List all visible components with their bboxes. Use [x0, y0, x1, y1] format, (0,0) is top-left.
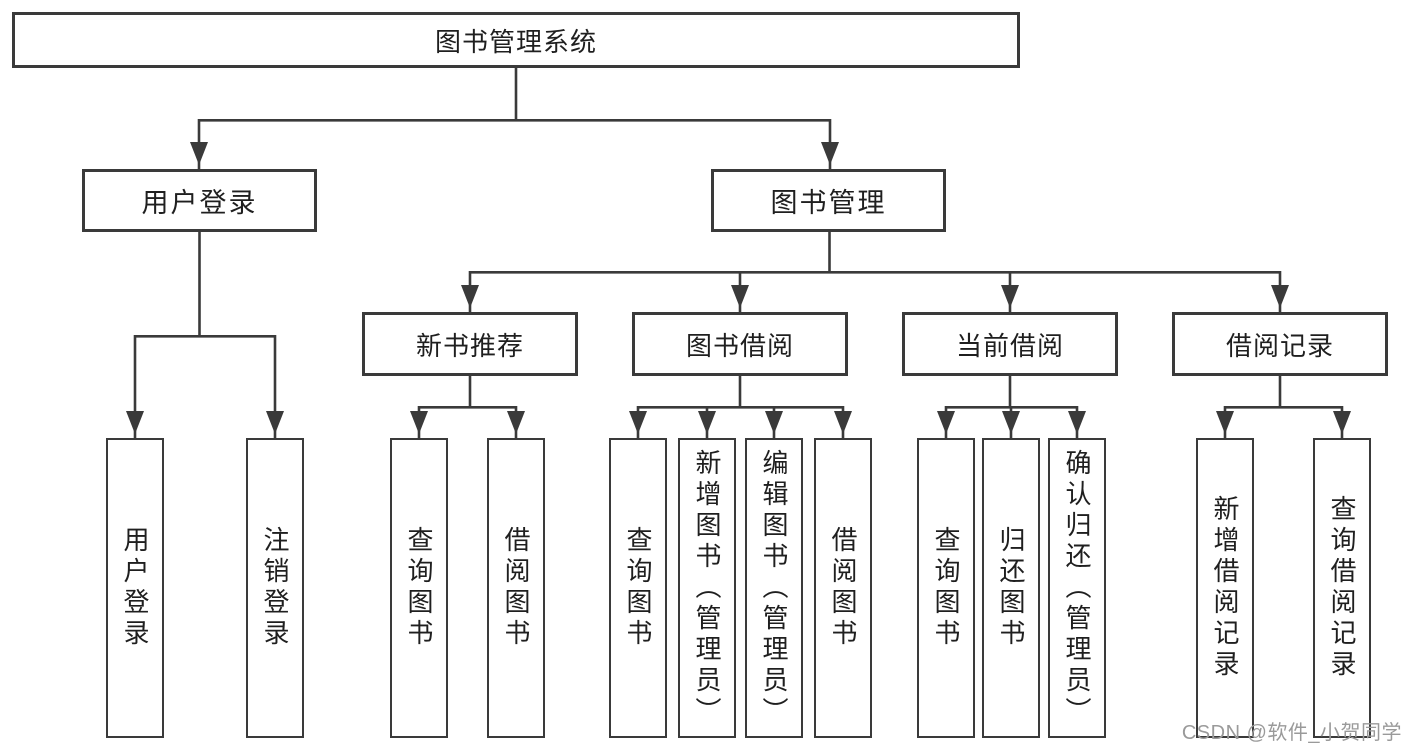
node-label: 确认归还（管理员） — [1062, 448, 1092, 728]
node-label: 用户登录 — [120, 526, 150, 650]
node-label: 编辑图书（管理员） — [759, 448, 789, 728]
node-leaf-query-borrow-record: 查询借阅记录 — [1313, 438, 1371, 738]
node-label: 用户登录 — [141, 188, 258, 218]
node-label: 查询图书 — [404, 526, 434, 650]
node-book-management: 图书管理 — [711, 169, 946, 232]
node-user-login: 用户登录 — [82, 169, 317, 232]
arrow-down-icon — [1002, 411, 1020, 434]
node-leaf-borrow-books-1: 借阅图书 — [487, 438, 545, 738]
arrow-down-icon — [507, 411, 525, 434]
connector-lines — [133, 68, 1344, 438]
node-library-management-system: 图书管理系统 — [12, 12, 1020, 68]
arrow-down-icons — [126, 142, 1351, 434]
node-label: 图书管理 — [770, 188, 887, 218]
arrow-down-icon — [1068, 411, 1086, 434]
node-book-borrowing: 图书借阅 — [632, 312, 848, 376]
node-leaf-edit-books-admin: 编辑图书（管理员） — [745, 438, 803, 738]
arrow-down-icon — [1001, 285, 1019, 308]
arrow-down-icon — [266, 411, 284, 434]
node-label: 新增图书（管理员） — [692, 448, 722, 728]
node-leaf-add-books-admin: 新增图书（管理员） — [678, 438, 736, 738]
node-label: 归还图书 — [996, 526, 1026, 650]
node-label: 借阅记录 — [1225, 330, 1334, 361]
node-label: 查询图书 — [623, 526, 653, 650]
node-label: 图书管理系统 — [434, 26, 597, 57]
node-leaf-query-books-3: 查询图书 — [917, 438, 975, 738]
arrow-down-icon — [698, 411, 716, 434]
node-label: 借阅图书 — [501, 526, 531, 650]
arrow-down-icon — [1333, 411, 1351, 434]
node-leaf-add-borrow-record: 新增借阅记录 — [1196, 438, 1254, 738]
node-label: 注销登录 — [260, 526, 290, 650]
node-current-borrowing: 当前借阅 — [902, 312, 1118, 376]
node-label: 借阅图书 — [828, 526, 858, 650]
node-label: 当前借阅 — [955, 330, 1064, 361]
node-leaf-logout: 注销登录 — [246, 438, 304, 738]
node-leaf-borrow-books-2: 借阅图书 — [814, 438, 872, 738]
arrow-down-icon — [821, 142, 839, 165]
arrow-down-icon — [1271, 285, 1289, 308]
node-label: 查询图书 — [931, 526, 961, 650]
node-leaf-user-login: 用户登录 — [106, 438, 164, 738]
node-borrowing-records: 借阅记录 — [1172, 312, 1388, 376]
node-label: 图书借阅 — [685, 330, 794, 361]
watermark: CSDN @软件_小贺同学 — [1181, 722, 1402, 744]
node-leaf-return-books: 归还图书 — [982, 438, 1040, 738]
node-label: 新增借阅记录 — [1210, 495, 1240, 681]
arrow-down-icon — [731, 285, 749, 308]
node-label: 查询借阅记录 — [1327, 495, 1357, 681]
node-leaf-query-books-2: 查询图书 — [609, 438, 667, 738]
node-new-book-recommendation: 新书推荐 — [362, 312, 578, 376]
arrow-down-icon — [629, 411, 647, 434]
arrow-down-icon — [461, 285, 479, 308]
arrow-down-icon — [190, 142, 208, 165]
node-leaf-confirm-return-admin: 确认归还（管理员） — [1048, 438, 1106, 738]
arrow-down-icon — [765, 411, 783, 434]
arrow-down-icon — [937, 411, 955, 434]
arrow-down-icon — [410, 411, 428, 434]
arrow-down-icon — [126, 411, 144, 434]
arrow-down-icon — [1216, 411, 1234, 434]
node-leaf-query-books-1: 查询图书 — [390, 438, 448, 738]
node-label: 新书推荐 — [415, 330, 524, 361]
arrow-down-icon — [834, 411, 852, 434]
